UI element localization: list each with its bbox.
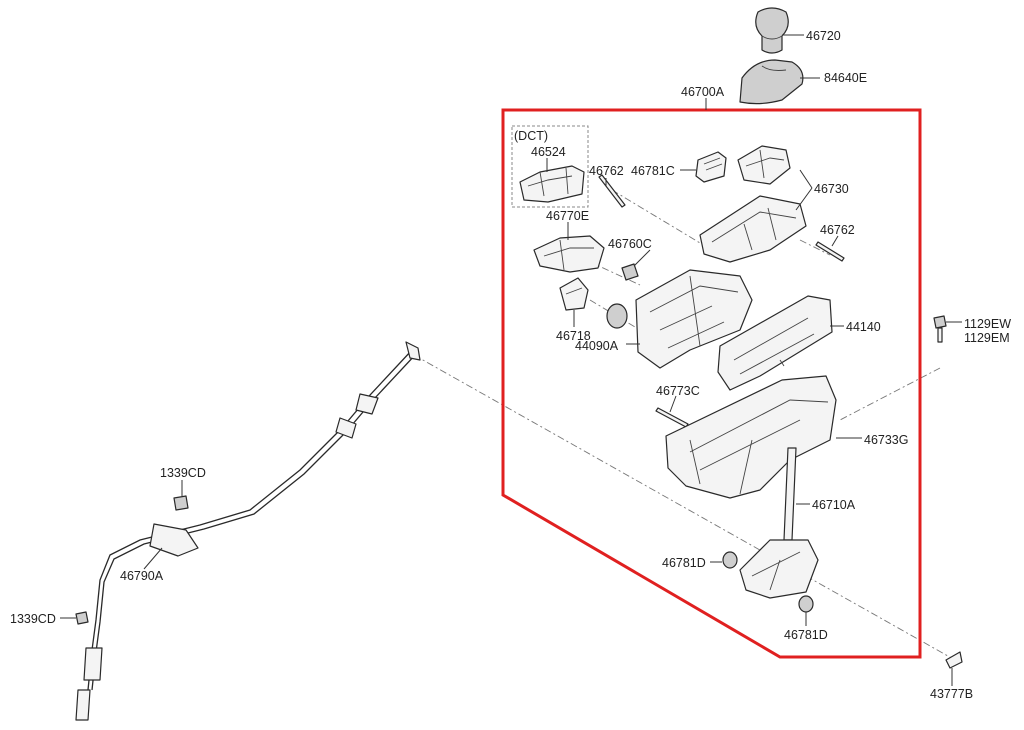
shift-boot-84640E [739,59,804,105]
plate-44140 [717,295,833,391]
frame-44090A [635,269,753,369]
label-46790A: 46790A [120,569,164,583]
shift-cable-46790A [75,341,421,721]
shift-lever-46710A [739,447,819,599]
bracket-46718 [559,277,589,311]
bushing-46781D-left [722,551,738,569]
label-dct: (DCT) [514,129,548,143]
dct-variant-box [511,125,589,208]
label-46781D-right: 46781D [784,628,828,642]
bolt-46760C [621,263,639,281]
label-46762-left: 46762 [589,164,624,178]
nut-1339CD-lower [75,611,89,625]
dct-bracket-46524 [519,165,585,203]
label-46770E: 46770E [546,209,589,223]
label-46781D-left: 46781D [662,556,706,570]
label-1339CD-upper: 1339CD [160,466,206,480]
pin-46762-left [598,174,626,208]
label-46781C: 46781C [631,164,675,178]
label-46718: 46718 [556,329,591,343]
label-46700A: 46700A [681,85,725,99]
label-46720: 46720 [806,29,841,43]
label-46524: 46524 [531,145,566,159]
label-1339CD-lower: 1339CD [10,612,56,626]
nut-1339CD-upper [173,495,189,511]
leader-lines [60,34,962,686]
label-84640E: 84640E [824,71,867,85]
part-labels: 46720 84640E 46700A (DCT) 46524 46762 46… [10,29,1011,701]
bracket-46770E [533,235,605,273]
label-1129EW: 1129EW [964,317,1011,331]
label-46730: 46730 [814,182,849,196]
clip-43777B [945,651,963,669]
label-46773C: 46773C [656,384,700,398]
rod-46773C [655,407,689,428]
assembly-46700A-border [501,108,922,659]
bracket-46730-upper [737,145,791,185]
label-46760C: 46760C [608,237,652,251]
pin-46762-right [815,241,845,262]
label-46710A: 46710A [812,498,856,512]
label-44090A: 44090A [575,339,619,353]
bracket-46730-lower [699,195,807,263]
bushing-46781D-right [798,595,814,613]
bushing [606,303,628,329]
label-46733G: 46733G [864,433,908,447]
bolt-1129EW [933,315,947,343]
label-46762-right: 46762 [820,223,855,237]
label-44140: 44140 [846,320,881,334]
label-1129EM: 1129EM [964,331,1010,345]
shift-knob-46720 [755,7,789,54]
clip-46781C [695,151,727,183]
label-43777B: 43777B [930,687,973,701]
